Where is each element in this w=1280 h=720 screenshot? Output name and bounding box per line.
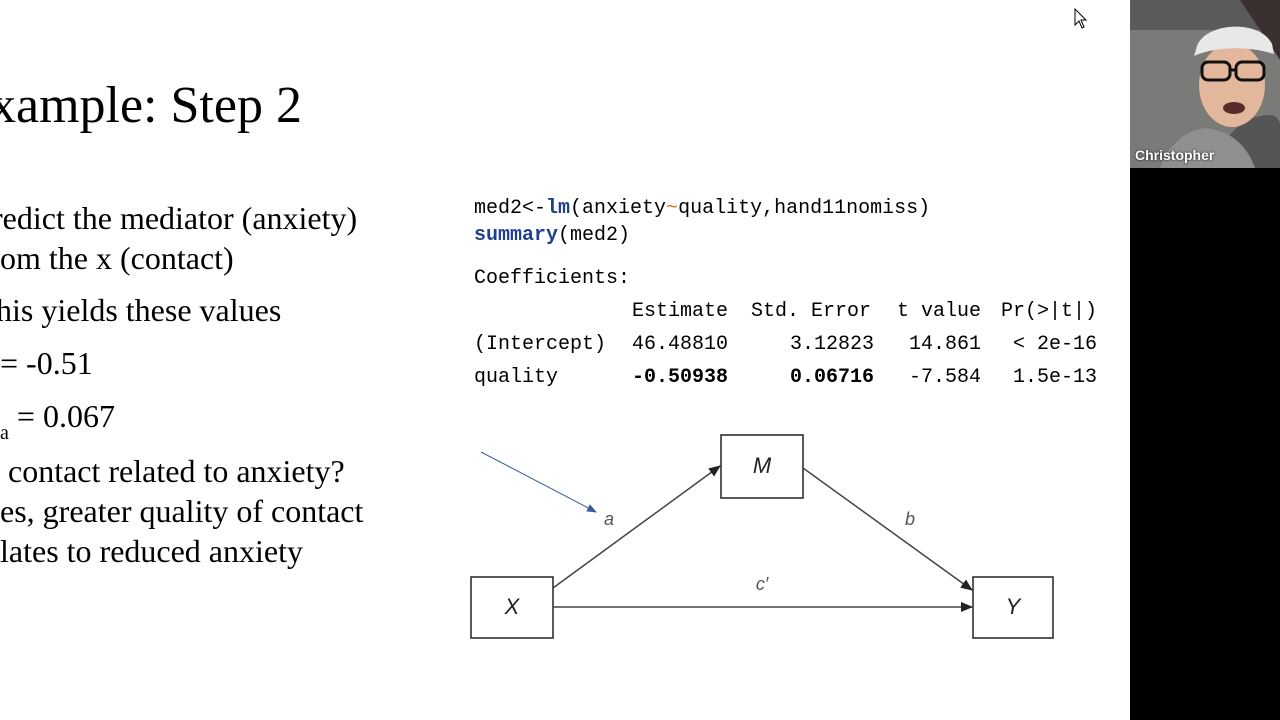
cell-p-value: < 2e-16 (1013, 333, 1098, 356)
node-m-label: M (753, 453, 772, 478)
mouse-cursor-icon (1074, 8, 1088, 29)
se-subscript: a (0, 422, 9, 444)
node-y-label: Y (1006, 594, 1022, 619)
row-name: (Intercept) (474, 333, 607, 356)
bullet-text: his yields these values (0, 292, 282, 328)
node-x-label: X (504, 594, 521, 619)
node-y-box (972, 576, 1054, 639)
col-header-std-error: Std. Error (751, 300, 872, 323)
mediation-diagram: M X Y a b c′ (470, 434, 1054, 639)
row-name: quality (474, 366, 559, 389)
cell-t-value: -7.584 (909, 366, 982, 389)
participant-name: Christopher (1135, 147, 1215, 163)
cell-estimate: 46.48810 (632, 333, 729, 356)
bullet-text: = -0.51 (0, 345, 93, 381)
bullet-text: contact related to anxiety? (8, 453, 345, 489)
bullet-text: es, greater quality of contact (0, 493, 364, 529)
cell-estimate: -0.50938 (632, 366, 729, 389)
presentation-slide: xample: Step 2 redict the mediator (anxi… (0, 0, 1130, 720)
cell-std-error: 3.12823 (790, 333, 875, 356)
cell-std-error: 0.06716 (790, 366, 875, 389)
bullet-text: redict the mediator (anxiety) (0, 200, 358, 236)
coefficients-header: Coefficients: (474, 267, 631, 290)
annotation-arrow (480, 451, 597, 513)
code-line-summary: summary(med2) (474, 224, 631, 247)
path-b-arrow (802, 467, 973, 591)
se-value: = 0.067 (16, 398, 115, 434)
col-header-estimate: Estimate (632, 300, 729, 323)
col-header-p-value: Pr(>|t|) (1001, 300, 1098, 323)
webcam-video-tile[interactable]: Christopher (1130, 0, 1280, 168)
se-bullet: a = 0.067 (0, 396, 115, 444)
presenter-video-icon (1130, 0, 1280, 168)
slide-title: xample: Step 2 (0, 77, 302, 134)
path-b-label: b (905, 509, 915, 529)
path-a-arrow (552, 465, 721, 589)
bullet-text: om the x (contact) (0, 240, 234, 276)
cell-p-value: 1.5e-13 (1013, 366, 1098, 389)
code-line-model: med2<-lm(anxiety~quality,hand11nomiss) (474, 197, 931, 220)
col-header-t-value: t value (897, 300, 982, 323)
path-a-label: a (604, 509, 614, 529)
path-c-label: c′ (756, 574, 769, 594)
node-m-box (720, 434, 804, 499)
cell-t-value: 14.861 (909, 333, 982, 356)
bullet-text: lates to reduced anxiety (0, 533, 303, 569)
